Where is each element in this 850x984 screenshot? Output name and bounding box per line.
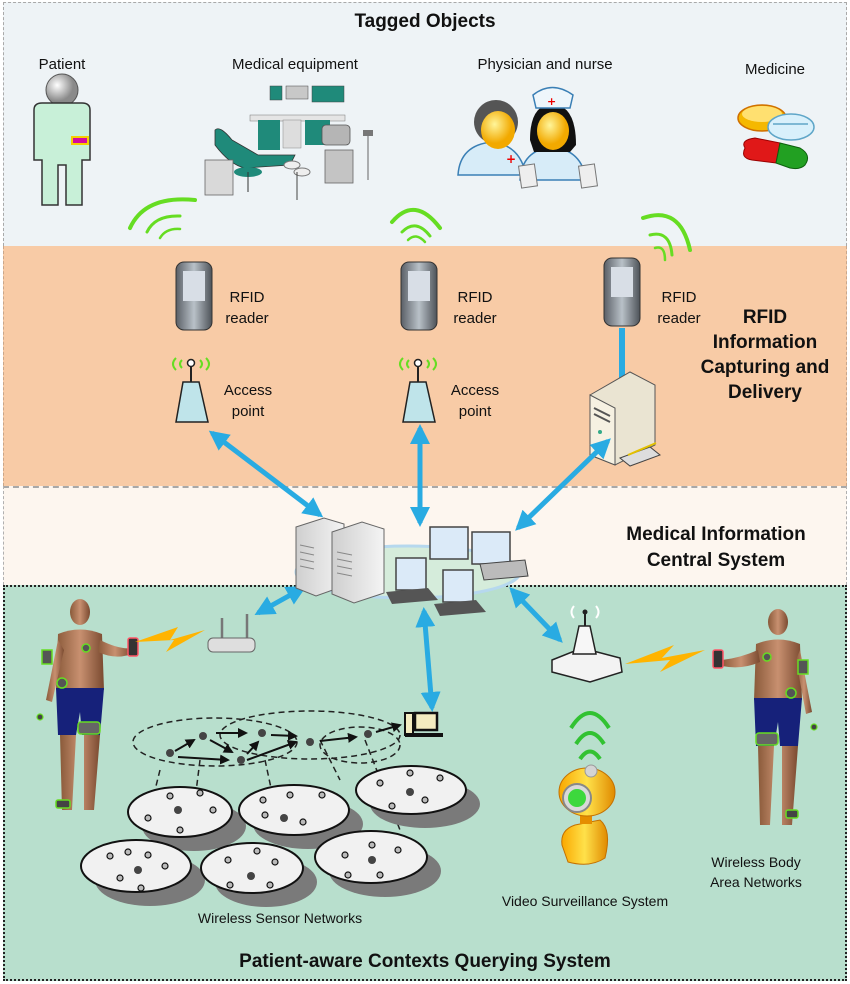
rfid-reader-label-line1: RFID xyxy=(661,289,697,306)
wireless-router-icon xyxy=(207,614,256,653)
video-camera-icon xyxy=(558,764,616,865)
medicine-icon xyxy=(737,104,815,170)
rfid-reader-icon xyxy=(603,257,641,327)
rfid-reader-label-line2: reader xyxy=(225,310,269,327)
rfid-title-line: Capturing and xyxy=(700,357,830,378)
access-point-label-line2: point xyxy=(231,403,265,420)
wireless-sensor-networks-label: Wireless Sensor Networks xyxy=(197,910,363,926)
access-point-label: Access point xyxy=(220,380,276,422)
medicine-label: Medicine xyxy=(744,61,806,78)
rfid-reader-icon xyxy=(400,261,438,331)
video-surveillance-label: Video Surveillance System xyxy=(501,893,669,909)
rfid-reader-label: RFID reader xyxy=(222,287,272,329)
rfid-reader-icon xyxy=(175,261,213,331)
base-station-icon xyxy=(551,605,623,683)
rfid-reader-label-line1: RFID xyxy=(457,289,493,306)
access-point-label-line1: Access xyxy=(223,382,273,399)
patient-with-sensors-right xyxy=(712,609,818,825)
access-point-label-line1: Access xyxy=(450,382,500,399)
rfid-title-line: Delivery xyxy=(728,382,802,403)
rfid-section-title: RFID Information Capturing and Delivery xyxy=(680,305,850,405)
physician-nurse-icon: + + xyxy=(457,86,599,189)
rfid-reader-label-line2: reader xyxy=(657,310,701,327)
tagged-objects-title: Tagged Objects xyxy=(354,11,496,32)
patient-label: Patient xyxy=(38,56,86,73)
sensor-cluster-clouds xyxy=(80,765,480,907)
computer-tower-icon xyxy=(589,371,662,467)
wban-label-line: Area Networks xyxy=(710,874,802,890)
central-server-cluster-icon xyxy=(294,517,529,616)
wireless-link-icon xyxy=(135,627,205,652)
access-point-label: Access point xyxy=(447,380,503,422)
patient-with-sensors-left xyxy=(36,599,139,810)
tagged-objects-section xyxy=(3,2,847,246)
rfid-signal-waves xyxy=(128,197,692,262)
svg-text:+: + xyxy=(506,152,516,166)
access-point-icon xyxy=(399,357,437,423)
rfid-reader-label-line2: reader xyxy=(453,310,497,327)
central-title-line: Central System xyxy=(646,550,786,571)
access-point-icon xyxy=(172,357,210,423)
rfid-reader-label-line1: RFID xyxy=(229,289,265,306)
access-point-label-line2: point xyxy=(458,403,492,420)
svg-text:+: + xyxy=(547,95,556,108)
rfid-reader-label: RFID reader xyxy=(654,287,704,329)
medical-equipment-label: Medical equipment xyxy=(232,56,358,73)
rfid-reader-label: RFID reader xyxy=(450,287,500,329)
rfid-title-line: Information xyxy=(712,332,818,353)
central-title-line: Medical Information xyxy=(626,524,806,545)
physician-nurse-label: Physician and nurse xyxy=(477,56,613,73)
wban-label-line: Wireless Body xyxy=(711,854,801,870)
patient-icon xyxy=(33,73,91,206)
wireless-link-icon xyxy=(625,645,705,672)
rfid-title-line: RFID xyxy=(742,307,788,328)
patient-aware-title: Patient-aware Contexts Querying System xyxy=(239,951,611,972)
connection-arrows xyxy=(208,424,611,712)
workstation-icon xyxy=(404,711,443,737)
wban-label: Wireless Body Area Networks xyxy=(696,852,816,892)
central-system-title: Medical Information Central System xyxy=(600,522,832,574)
medical-equipment-icon xyxy=(204,85,373,200)
camera-signal-waves xyxy=(569,711,611,761)
